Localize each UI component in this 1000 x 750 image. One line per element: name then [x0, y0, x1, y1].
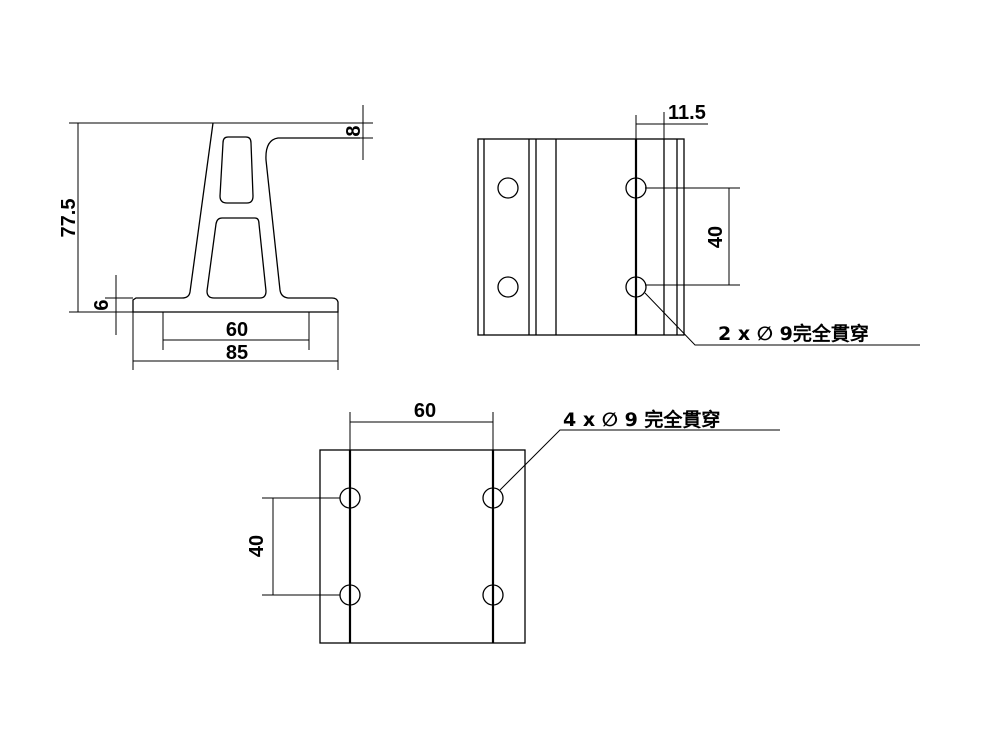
hole	[482, 584, 504, 606]
hole	[497, 276, 519, 298]
hole-note: 4 x ∅ 9 完全貫穿	[563, 408, 720, 431]
hole	[625, 276, 647, 298]
hole	[497, 177, 519, 199]
width-dim-label: 60	[414, 400, 436, 422]
bottom-flange-dim-label: 6	[91, 299, 113, 310]
base-width-dim-label: 85	[226, 342, 248, 364]
inner-width-dim-label: 60	[226, 319, 248, 341]
hole	[482, 487, 504, 509]
side-view-profile	[132, 122, 360, 313]
hole-note: 2 x ∅ 9完全貫穿	[718, 322, 869, 345]
side-view-dimensions: 77.5 8 6 60 85	[58, 105, 373, 370]
top-flange-dim-label: 8	[343, 125, 365, 136]
height-dim-label: 77.5	[58, 199, 80, 238]
front-view: 11.5 40 2 x ∅ 9完全貫穿	[477, 102, 920, 346]
bottom-view: 60 40 4 x ∅ 9 完全貫穿	[246, 400, 780, 644]
spacing-dim-label: 40	[246, 535, 268, 557]
spacing-dim-label: 40	[705, 226, 727, 248]
offset-dim-label: 11.5	[668, 102, 706, 124]
